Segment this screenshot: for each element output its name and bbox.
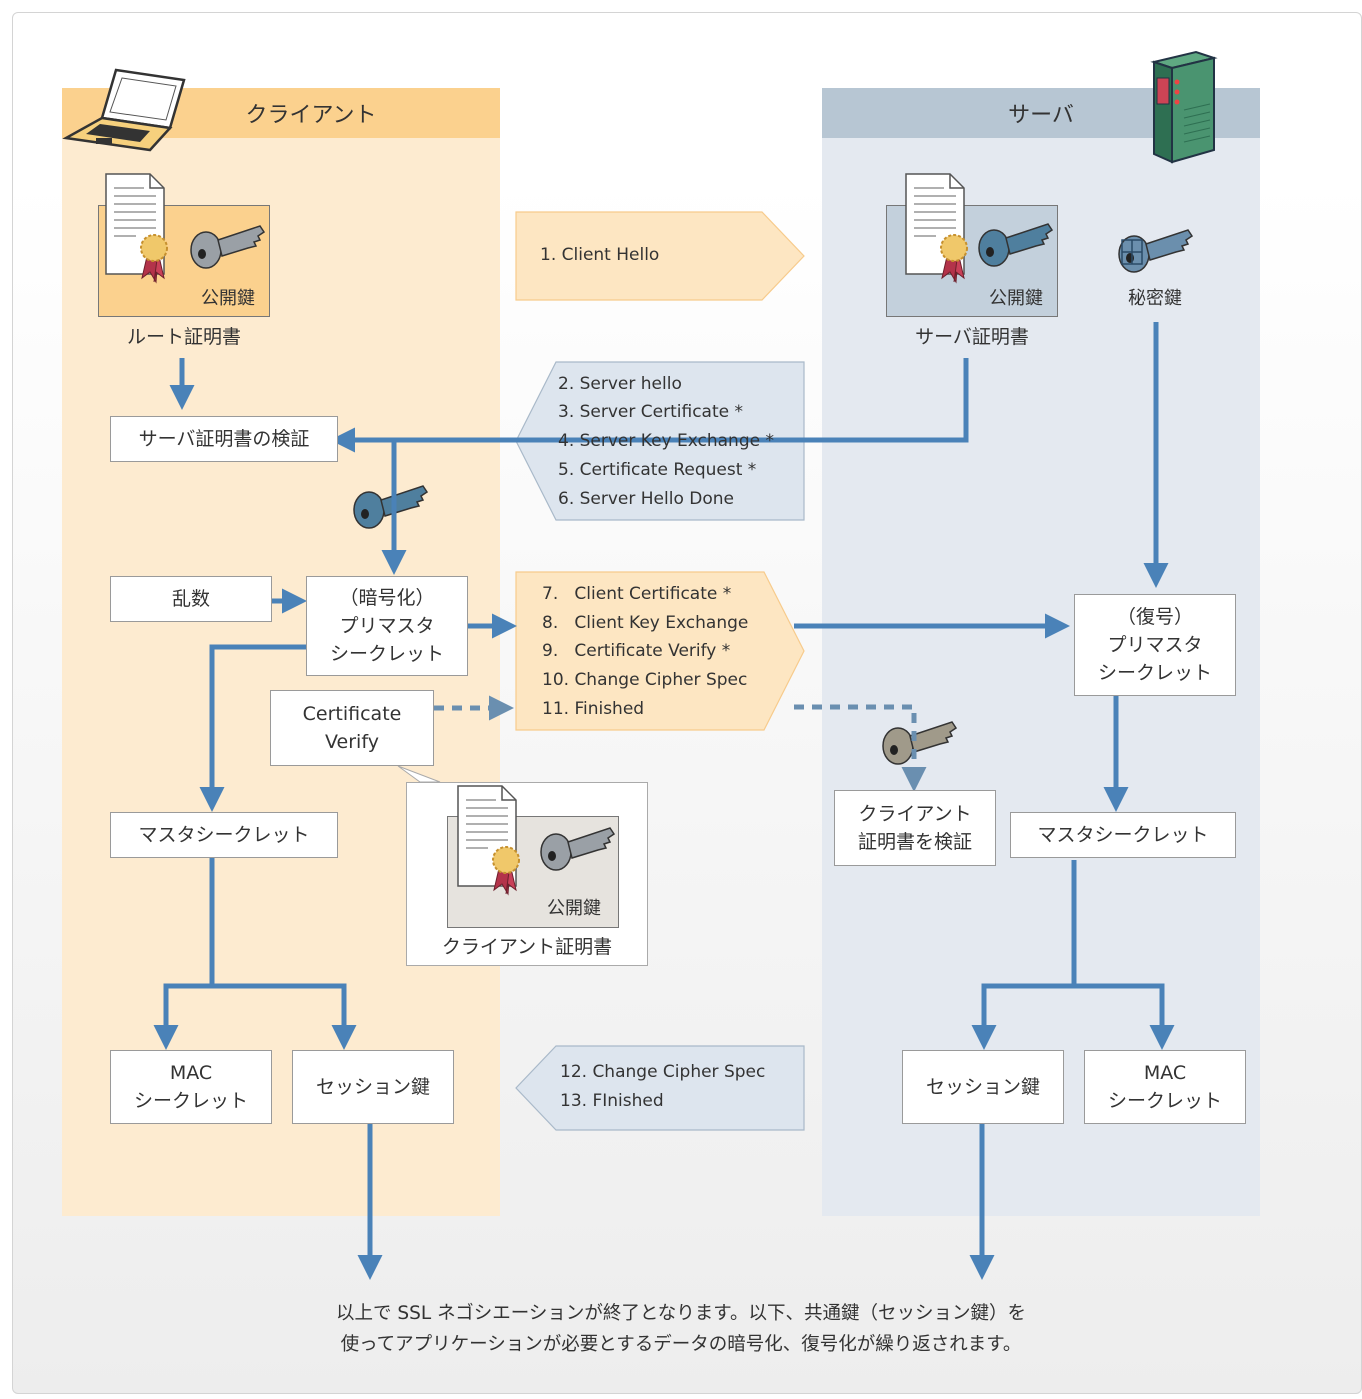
private-key-icon [1118, 229, 1193, 273]
server-final-item: 12. Change Cipher Spec [560, 1062, 766, 1082]
server-certificate-icon [905, 173, 968, 283]
client-certificate-icon [457, 785, 520, 895]
server-message-item: 4. Server Key Exchange * [558, 431, 774, 451]
client-title: クライアント [245, 103, 377, 128]
root-public-key-icon [190, 225, 265, 269]
client-master-secret-box: マスタシークレット [110, 812, 338, 858]
server-cert-key-label: 公開鍵 [989, 288, 1043, 309]
callout-tail [397, 765, 441, 783]
root-cert-caption: ルート証明書 [126, 326, 241, 348]
server-cert-caption: サーバ証明書 [915, 326, 1029, 348]
laptop-icon [62, 68, 186, 152]
client-premaster-box: （暗号化） プリマスタ シークレット [306, 576, 468, 676]
server-tower-icon [1150, 50, 1218, 164]
private-key-label: 秘密鍵 [1128, 288, 1182, 309]
server-premaster-box: （復号） プリマスタ シークレット [1074, 594, 1236, 696]
root-cert-key-label: 公開鍵 [201, 288, 255, 309]
root-certificate-icon [105, 173, 168, 283]
client-public-key-icon [540, 827, 615, 871]
verify-client-cert-box: クライアント 証明書を検証 [834, 790, 996, 866]
server-message-item: 5. Certificate Request * [558, 460, 757, 480]
client-message-item: 8. Client Key Exchange [542, 613, 749, 633]
client-message-item: 7. Client Certificate * [542, 584, 732, 604]
server-final-item: 13. FInished [560, 1091, 664, 1111]
server-title: サーバ [1008, 103, 1074, 128]
server-session-key-box: セッション鍵 [902, 1050, 1064, 1124]
client-message-item: 11. Finished [542, 699, 645, 719]
client-message-item: 10. Change Cipher Spec [542, 670, 748, 690]
certificate-verify-box: Certificate Verify [270, 690, 434, 766]
client-hello-message: 1. Client Hello [540, 245, 660, 265]
client-messages-shape [515, 571, 805, 731]
random-box: 乱数 [110, 576, 272, 622]
client-session-key-box: セッション鍵 [292, 1050, 454, 1124]
client-cert-caption: クライアント証明書 [441, 936, 613, 958]
client-message-item: 9. Certificate Verify * [542, 641, 731, 661]
server-final-shape [515, 1045, 805, 1131]
transit-public-key-icon [353, 485, 428, 529]
client-cert-key-label: 公開鍵 [547, 898, 601, 919]
verify-server-cert-box: サーバ証明書の検証 [110, 416, 338, 462]
client-mac-secret-box: MAC シークレット [110, 1050, 272, 1124]
server-master-secret-box: マスタシークレット [1010, 812, 1236, 858]
server-mac-secret-box: MAC シークレット [1084, 1050, 1246, 1124]
server-message-item: 2. Server hello [558, 374, 682, 394]
dashed-arrows [434, 695, 927, 793]
footer-note: 以上で SSL ネゴシエーションが終了となります。以下、共通鍵（セッション鍵）を… [0, 1298, 1362, 1360]
flow-arrows [153, 322, 1175, 1281]
client-hello-shape [515, 211, 805, 301]
footer-line: 使ってアプリケーションが必要とするデータの暗号化、復号化が繰り返されます。 [340, 1334, 1022, 1355]
footer-line: 以上で SSL ネゴシエーションが終了となります。以下、共通鍵（セッション鍵）を [336, 1303, 1026, 1324]
client-public-key-transit-icon [882, 721, 957, 765]
server-public-key-icon [978, 223, 1053, 267]
server-message-item: 3. Server Certificate * [558, 402, 743, 422]
server-message-item: 6. Server Hello Done [558, 489, 734, 509]
